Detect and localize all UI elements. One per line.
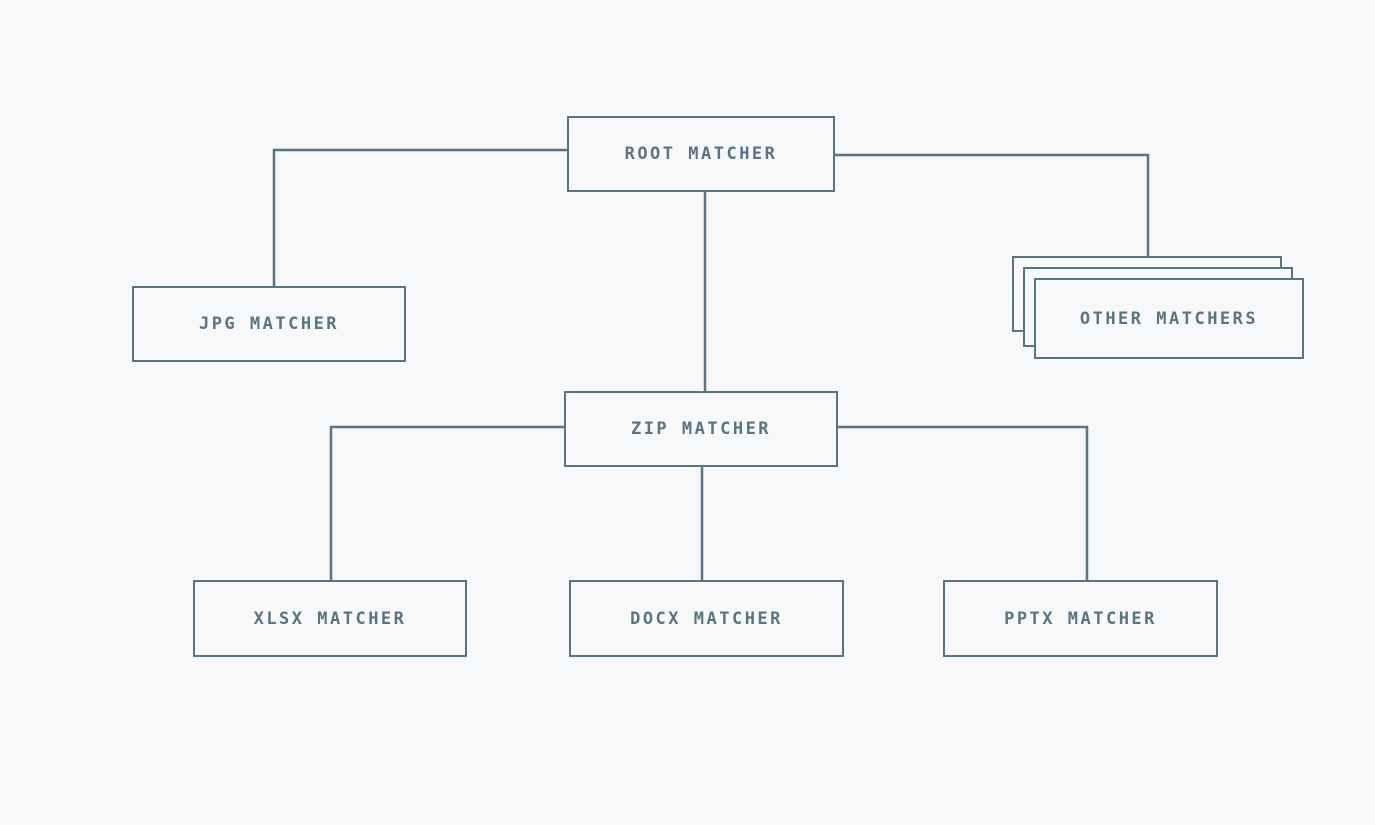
- other-matchers-label: OTHER MATCHERS: [1079, 308, 1259, 329]
- docx-matcher-label: DOCX MATCHER: [630, 608, 783, 629]
- edge-zip-xlsx: [329, 425, 565, 581]
- zip-matcher-node: ZIP MATCHER: [564, 391, 838, 467]
- xlsx-matcher-label: XLSX MATCHER: [253, 608, 407, 629]
- xlsx-matcher-node: XLSX MATCHER: [193, 580, 467, 657]
- jpg-matcher-label: JPG MATCHER: [198, 314, 340, 334]
- pptx-matcher-node: PPTX MATCHER: [943, 580, 1218, 657]
- edge-zip-pptx: [837, 425, 1089, 581]
- jpg-matcher-node: JPG MATCHER: [132, 286, 406, 362]
- zip-matcher-label: ZIP MATCHER: [630, 419, 772, 439]
- edge-root-other: [834, 153, 1150, 258]
- docx-matcher-node: DOCX MATCHER: [569, 580, 844, 657]
- pptx-matcher-label: PPTX MATCHER: [1004, 608, 1157, 629]
- root-matcher-label: ROOT MATCHER: [624, 144, 778, 164]
- other-matchers-node: OTHER MATCHERS: [1034, 278, 1304, 359]
- root-matcher-node: ROOT MATCHER: [567, 116, 835, 192]
- edge-root-jpg: [272, 148, 568, 288]
